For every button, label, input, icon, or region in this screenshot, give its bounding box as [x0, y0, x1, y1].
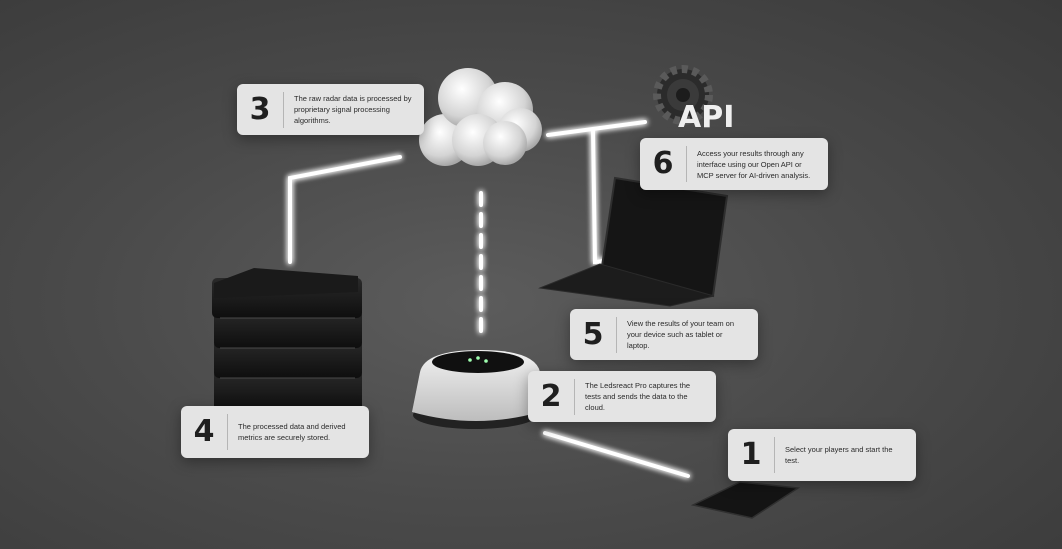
connection-lines — [288, 120, 690, 478]
line-cloud-to-api — [546, 120, 647, 137]
step-6-text: Access your results through any interfac… — [697, 148, 811, 180]
step-5-number: 5 — [580, 316, 617, 353]
server-stack-icon — [212, 268, 362, 412]
step-6-number: 6 — [650, 146, 687, 182]
line-sensor-to-tablet — [543, 431, 690, 478]
cloud-icon — [419, 68, 542, 166]
step-3-card: 3 The raw radar data is processed by pro… — [237, 84, 424, 135]
sensor-device-icon — [412, 350, 540, 429]
step-4-text: The processed data and derived metrics a… — [238, 422, 346, 442]
step-1-number: 1 — [738, 437, 775, 473]
step-2-text: The Ledsreact Pro captures the tests and… — [585, 381, 691, 412]
step-6-card: 6 Access your results through any interf… — [640, 138, 828, 190]
line-storage-to-cloud — [288, 155, 402, 264]
step-1-text: Select your players and start the test. — [785, 445, 893, 465]
api-label: API — [678, 100, 734, 135]
step-1-card: 1 Select your players and start the test… — [728, 429, 916, 481]
step-5-card: 5 View the results of your team on your … — [570, 309, 758, 360]
gear-icon — [653, 65, 713, 125]
step-4-number: 4 — [191, 414, 228, 450]
tablet-icon — [690, 481, 801, 519]
step-3-text: The raw radar data is processed by propr… — [294, 94, 412, 125]
step-2-number: 2 — [538, 378, 575, 415]
step-2-card: 2 The Ledsreact Pro captures the tests a… — [528, 371, 716, 422]
step-4-card: 4 The processed data and derived metrics… — [181, 406, 369, 458]
step-5-text: View the results of your team on your de… — [627, 319, 734, 350]
step-3-number: 3 — [247, 91, 284, 128]
laptop-icon — [538, 176, 729, 307]
